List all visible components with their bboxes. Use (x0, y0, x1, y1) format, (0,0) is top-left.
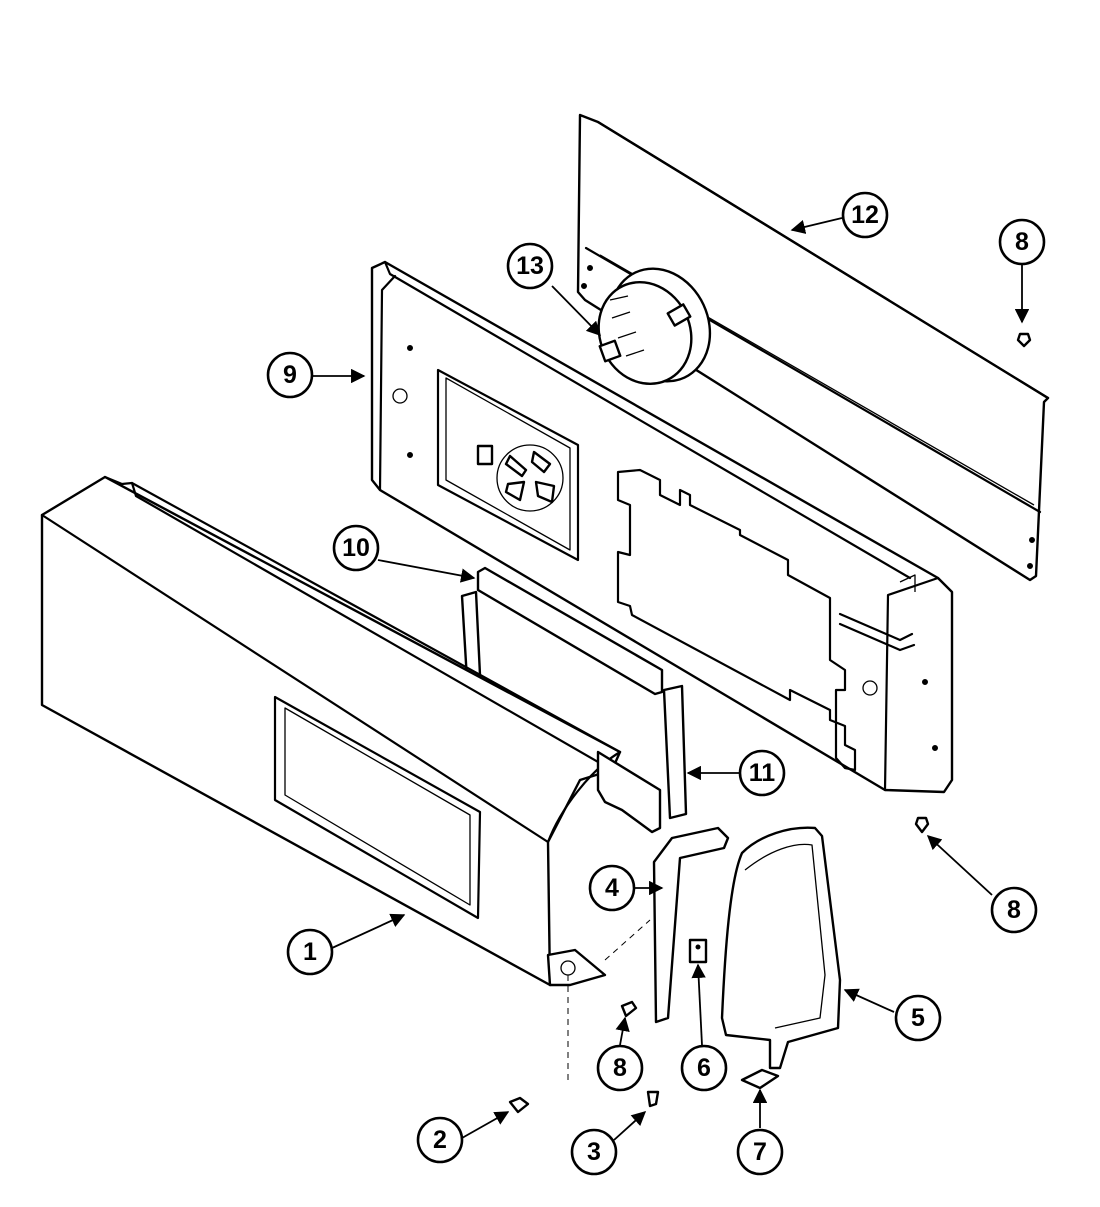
callout-8-top-label: 8 (1015, 228, 1029, 256)
callout-7-label: 7 (753, 1138, 767, 1166)
screw-part-3 (646, 1090, 660, 1108)
callout-12: 12 (841, 191, 889, 239)
leader-lines (312, 217, 1030, 1141)
screw-part-8-top (1016, 332, 1032, 348)
part-5-end-cap (720, 826, 842, 1070)
callout-1: 1 (286, 928, 334, 976)
callout-6: 6 (680, 1044, 728, 1092)
callout-11-label: 11 (749, 759, 776, 787)
callout-9-label: 9 (283, 361, 297, 389)
part-1-console (40, 475, 662, 987)
part-6-clip (688, 938, 708, 964)
screw-part-2 (508, 1096, 530, 1114)
screw-part-8-bottom (620, 1000, 638, 1018)
part-10-trim-strip (460, 566, 664, 696)
callout-12-label: 12 (851, 201, 879, 229)
callout-13: 13 (506, 242, 554, 290)
callout-6-label: 6 (697, 1054, 711, 1082)
part-9-mounting-plate (370, 260, 954, 794)
callout-7: 7 (736, 1128, 784, 1176)
part-4-end-strip (652, 826, 730, 1024)
part-7-clip (740, 1068, 780, 1090)
part-11-trim-strip (662, 684, 688, 820)
callout-2-label: 2 (433, 1126, 447, 1154)
callout-8-bottom: 8 (596, 1044, 644, 1092)
part-13-timer-motor (597, 267, 712, 386)
callout-4-label: 4 (605, 874, 619, 902)
callout-9: 9 (266, 351, 314, 399)
callout-1-label: 1 (303, 938, 317, 966)
callout-8-right-label: 8 (1007, 896, 1021, 924)
callout-4: 4 (588, 864, 636, 912)
callout-2: 2 (416, 1116, 464, 1164)
callout-8-right: 8 (990, 886, 1038, 934)
callout-11: 11 (738, 749, 786, 797)
callout-5-label: 5 (911, 1004, 925, 1032)
callout-8-top: 8 (998, 218, 1046, 266)
callout-10-label: 10 (342, 534, 370, 562)
callout-3: 3 (570, 1128, 618, 1176)
callout-8-bottom-label: 8 (613, 1054, 627, 1082)
screw-part-8-right (914, 816, 930, 834)
callout-13-label: 13 (516, 252, 544, 280)
callout-3-label: 3 (587, 1138, 601, 1166)
callout-10: 10 (332, 524, 380, 572)
callout-5: 5 (894, 994, 942, 1042)
